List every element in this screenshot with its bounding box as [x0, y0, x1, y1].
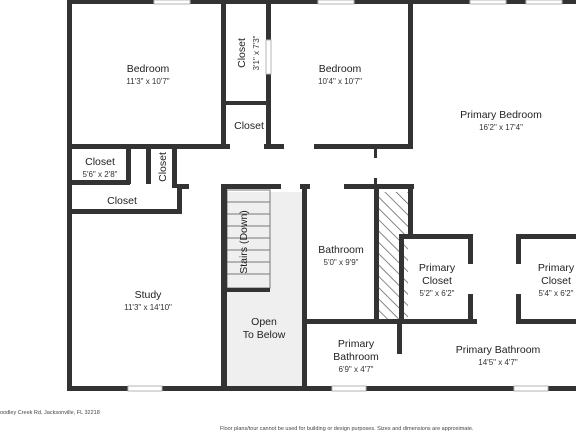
bedroom-2-label: Bedroom — [319, 63, 362, 75]
bedroom-2-dims: 10'4" x 10'7" — [318, 77, 362, 86]
bedroom-1-label: Bedroom — [127, 63, 170, 75]
primary-closet-1-dims: 5'2" x 6'2" — [420, 289, 455, 298]
stairs-label: Stairs (Down) — [238, 210, 250, 274]
primary-bedroom-label: Primary Bedroom — [460, 109, 542, 121]
primary-bathroom-small-dims: 6'9" x 4'7" — [339, 365, 374, 374]
disclaimer-text: Floor plans/tour cannot be used for buil… — [220, 426, 474, 432]
closet-vertical-dims: 3'1" x 7'3" — [252, 35, 261, 70]
closet-study-label: Closet — [107, 195, 137, 207]
primary-closet-1-line1: Primary — [419, 262, 456, 274]
primary-bathroom-small-line2: Bathroom — [333, 351, 379, 363]
bathroom-dims: 5'0" x 9'9" — [324, 258, 359, 267]
bedroom-1-dims: 11'3" x 10'7" — [126, 77, 169, 86]
primary-bathroom-large-label: Primary Bathroom — [456, 344, 541, 356]
primary-closet-2-dims: 5'4" x 6'2" — [539, 289, 574, 298]
primary-bathroom-large-dims: 14'5" x 4'7" — [478, 358, 518, 367]
address-text: oodley Creek Rd, Jacksonville, FL 32218 — [0, 410, 100, 416]
closet-hall-label: Closet — [85, 156, 115, 168]
closet-vertical-label: Closet — [236, 38, 248, 68]
windows — [127, 0, 563, 392]
walls — [67, 0, 576, 391]
primary-closet-2-line1: Primary — [538, 262, 575, 274]
primary-closet-1-line2: Closet — [422, 275, 452, 287]
closet-hall-dims: 5'6" x 2'8" — [83, 170, 118, 179]
primary-bedroom-dims: 16'2" x 17'4" — [479, 123, 523, 132]
open-to-below-line1: Open — [251, 316, 277, 328]
closet-tiny-label: Closet — [157, 152, 169, 182]
closet-small-label: Closet — [234, 120, 264, 132]
primary-bathroom-small-line1: Primary — [338, 338, 375, 350]
study-label: Study — [135, 289, 163, 301]
study-dims: 11'3" x 14'10" — [124, 303, 172, 312]
open-to-below-line2: To Below — [243, 329, 286, 341]
bathroom-label: Bathroom — [318, 244, 364, 256]
primary-closet-2-line2: Closet — [541, 275, 571, 287]
